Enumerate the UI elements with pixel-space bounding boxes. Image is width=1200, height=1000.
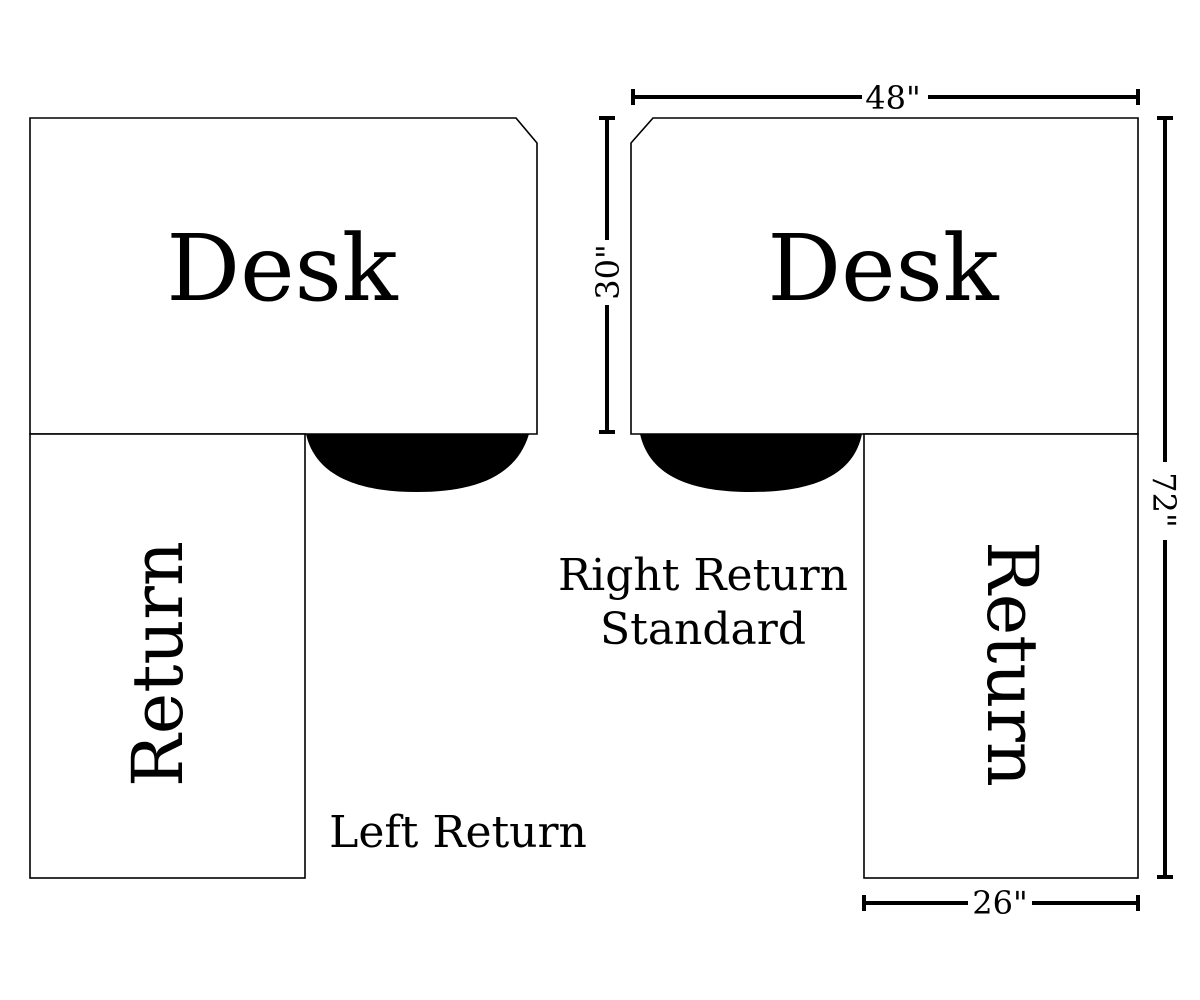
left-desk-surface: [29, 117, 538, 435]
desk-depth-dimension: 30": [589, 116, 627, 434]
desk-width-dimension: 48": [631, 79, 1140, 117]
return-depth-dimension: 26": [862, 884, 1140, 922]
right-return-label: Return: [971, 541, 1053, 787]
overall-length-label: 72": [1145, 472, 1183, 527]
left-return-layout: Desk Return Left Return: [29, 117, 587, 879]
return-depth-label: 26": [972, 884, 1027, 922]
desk-depth-label: 30": [589, 244, 627, 299]
overall-length-dimension: 72": [1145, 116, 1183, 879]
right-return-caption-line2: Standard: [600, 604, 806, 655]
right-return-caption-line1: Right Return: [558, 550, 848, 601]
left-return-label: Return: [117, 541, 199, 787]
left-knee-cutout: [306, 434, 529, 492]
right-return-surface: [863, 433, 1139, 879]
right-knee-cutout: [640, 434, 862, 492]
right-desk-label: Desk: [767, 215, 999, 322]
left-desk-label: Desk: [166, 215, 398, 322]
right-return-layout: Desk Return Right Return Standard: [558, 117, 1139, 879]
left-return-caption: Left Return: [329, 807, 587, 858]
desk-width-label: 48": [865, 79, 920, 117]
left-return-surface: [29, 433, 306, 879]
